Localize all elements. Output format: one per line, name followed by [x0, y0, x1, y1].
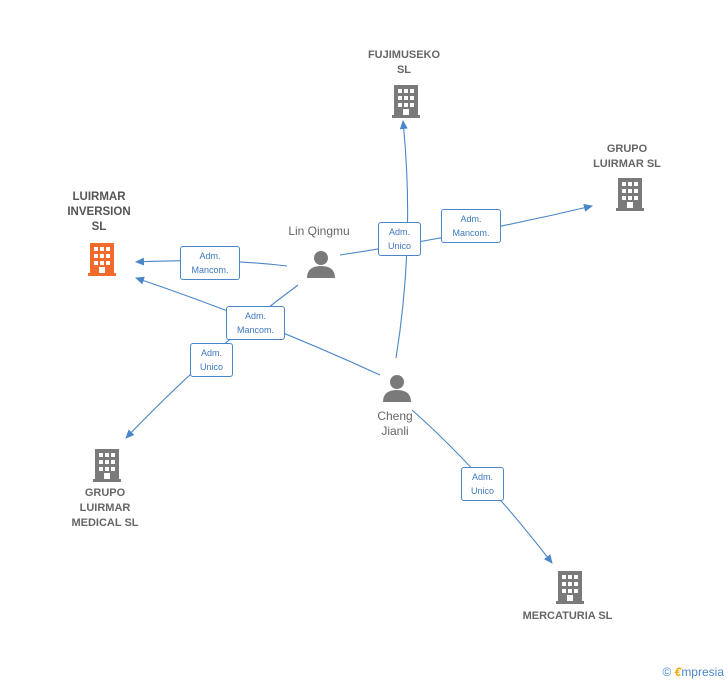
edge-label-cheng-mercaturia: Adm. Unico — [461, 467, 504, 501]
edge-label-cheng-fujimuseko: Adm. Unico — [378, 222, 421, 256]
node-label-cheng-jianli[interactable]: Cheng Jianli — [377, 409, 413, 438]
brand-name: mpresia — [681, 665, 724, 679]
edge-label-lin-grupo: Adm. Mancom. — [441, 209, 501, 243]
person-icon — [383, 375, 411, 402]
node-label-lin-qingmu[interactable]: Lin Qingmu — [288, 224, 350, 238]
brand-logo: © €mpresia — [662, 665, 724, 679]
edge-label-cheng-luirmar: Adm. Mancom. — [226, 306, 285, 340]
person-icon — [307, 251, 335, 278]
node-label-fujimuseko[interactable]: FUJIMUSEKO SL — [367, 49, 441, 76]
node-label-luirmar-inversion[interactable]: LUIRMAR INVERSION SL — [67, 191, 131, 233]
brand-initial: € — [674, 665, 682, 679]
node-label-grupo-luirmar[interactable]: GRUPO LUIRMAR SL — [593, 143, 661, 170]
edge-label-lin-medical: Adm. Unico — [190, 343, 233, 377]
node-label-grupo-luirmar-medical[interactable]: GRUPO LUIRMAR MEDICAL SL — [71, 487, 139, 529]
node-label-mercaturia[interactable]: MERCATURIA SL — [522, 610, 613, 622]
copyright-icon: © — [662, 665, 672, 679]
edge-label-lin-luirmar: Adm. Mancom. — [180, 246, 240, 280]
